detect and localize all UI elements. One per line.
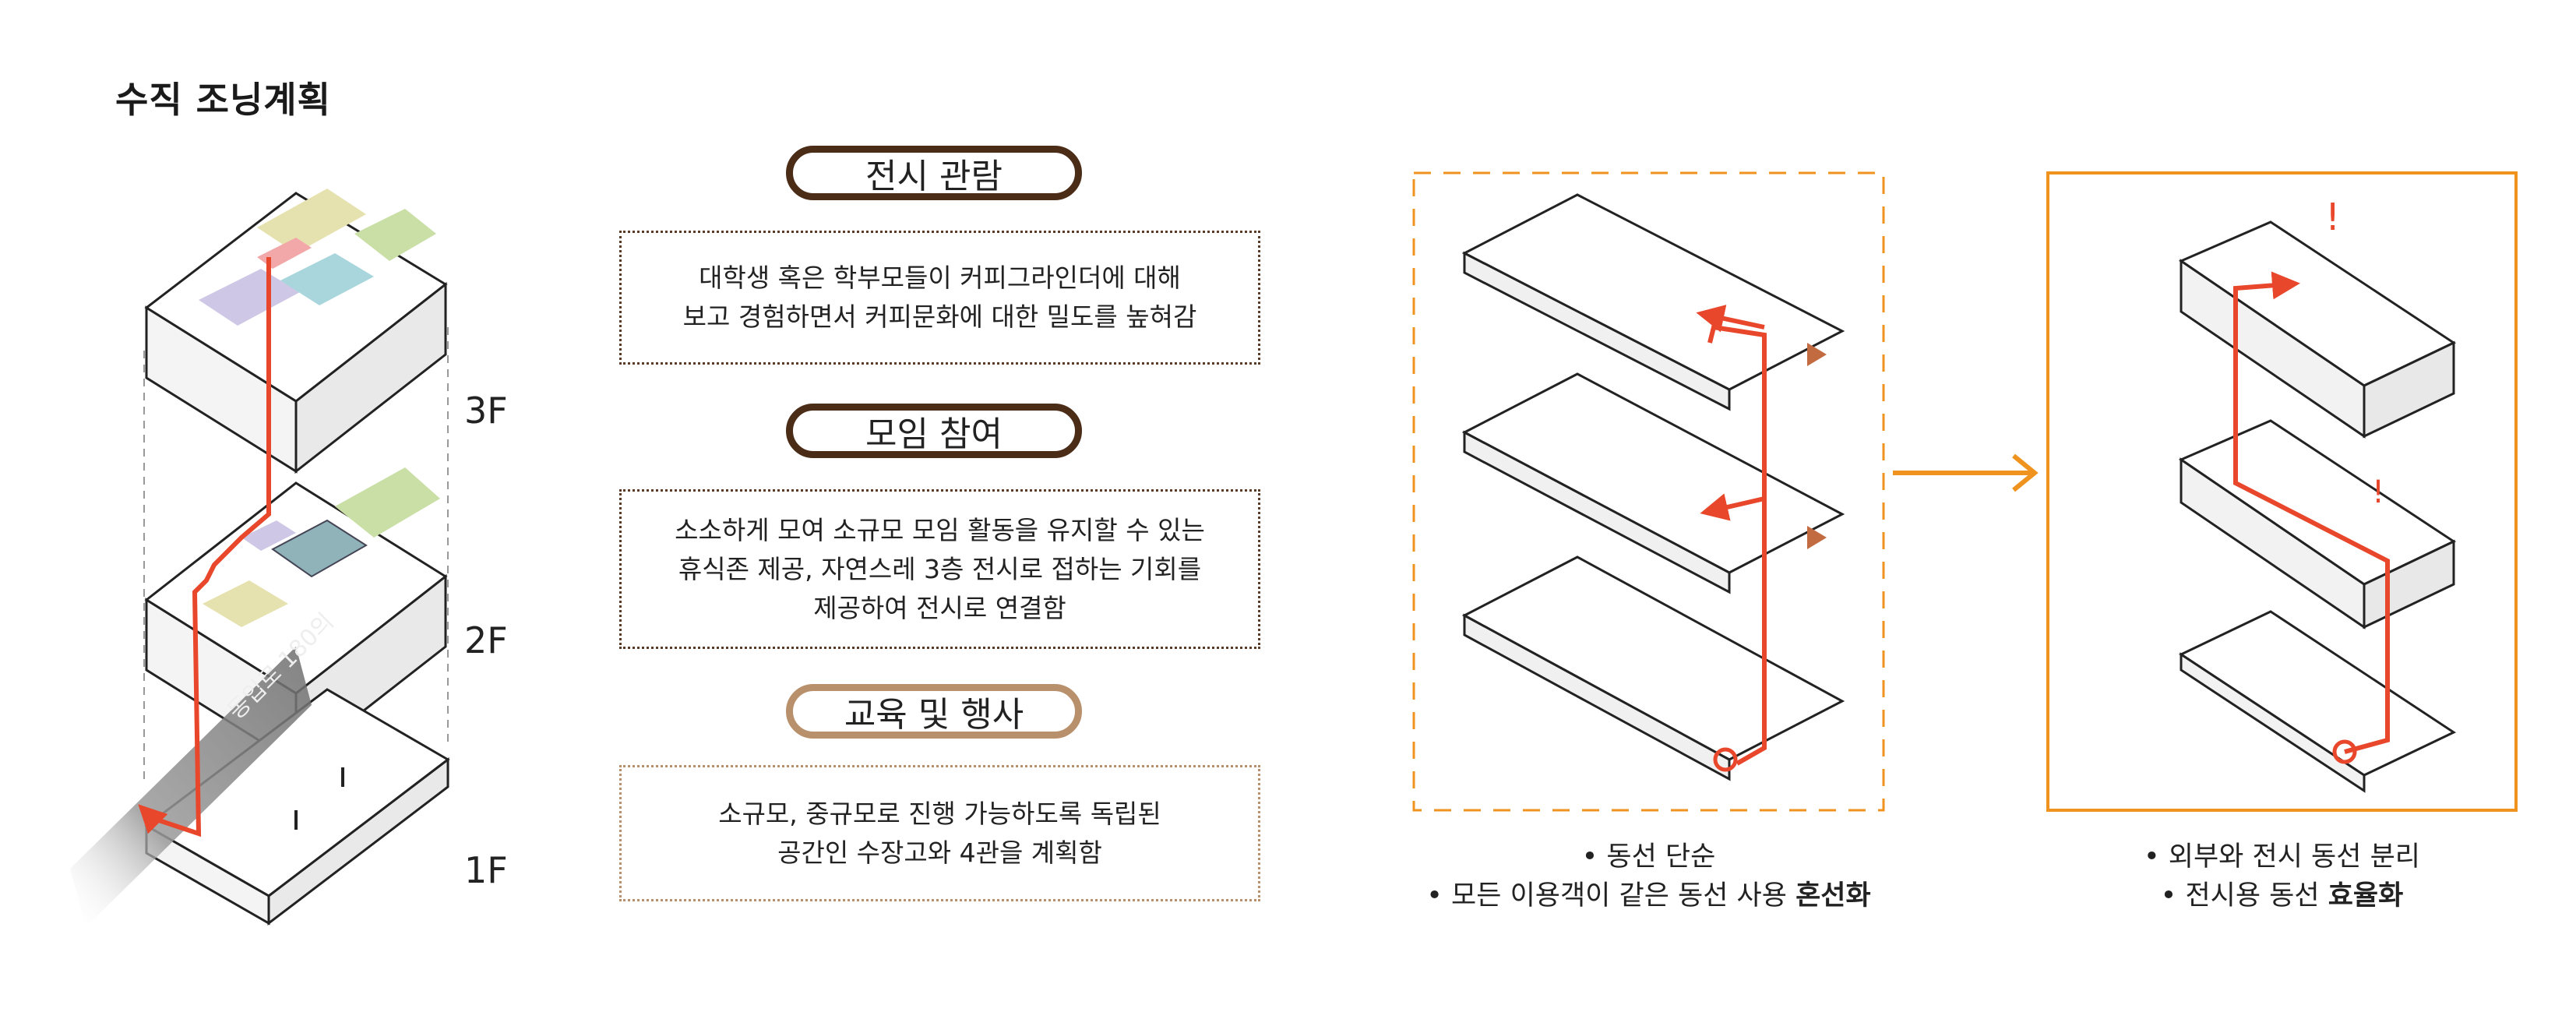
before-floor-mid — [1461, 372, 1845, 594]
alert-exclamation-icon: ! — [2325, 196, 2340, 239]
desc-line: 소규모, 중규모로 진행 가능하도록 독립된 — [718, 798, 1161, 829]
pill-meeting: 모임 참여 — [786, 404, 1082, 458]
page-title: 수직 조닝계획 — [115, 79, 331, 121]
desc-line: 휴식존 제공, 자연스레 3층 전시로 접하는 기회를 — [678, 553, 1202, 584]
left-axonometric — [70, 189, 450, 927]
caption-after: • 외부와 전시 동선 분리 • 전시용 동선 효율화 — [2048, 837, 2516, 915]
floor-label-3f: 3F — [464, 390, 508, 432]
transition-arrow-icon — [1893, 453, 2039, 492]
desc-line: 제공하여 전시로 연결함 — [813, 592, 1066, 623]
desc-line: 보고 경험하면서 커피문화에 대한 밀도를 높혀감 — [682, 301, 1197, 332]
pill-exhibition: 전시 관람 — [786, 146, 1082, 200]
desc-line: 대학생 혹은 학부모들이 커피그라인더에 대해 — [699, 263, 1181, 293]
floor-1f-model — [144, 688, 450, 926]
caption-after-line2: • 전시용 동선 효율화 — [2160, 880, 2404, 912]
desc-line: 공간인 수장고와 4관을 계획함 — [777, 837, 1102, 868]
floor-3f-model — [144, 189, 448, 474]
desc-education: 소규모, 중규모로 진행 가능하도록 독립된 공간인 수장고와 4관을 계획함 — [619, 765, 1260, 901]
before-floor-bottom — [1461, 555, 1845, 781]
desc-meeting: 소소하게 모여 소규모 모임 활동을 유지할 수 있는 휴식존 제공, 자연스레… — [619, 489, 1260, 649]
after-floor-top — [2178, 220, 2457, 439]
floor-label-1f: 1F — [464, 849, 508, 891]
pill-education: 교육 및 행사 — [786, 684, 1082, 739]
desc-exhibition: 대학생 혹은 학부모들이 커피그라인더에 대해 보고 경험하면서 커피문화에 대… — [619, 231, 1260, 365]
after-diagram: ! ! — [2046, 171, 2518, 812]
caption-after-line1: • 외부와 전시 동선 분리 — [2144, 841, 2420, 873]
after-floor-bottom — [2178, 610, 2457, 793]
caption-before-line2: • 모든 이용객이 같은 동선 사용 혼선화 — [1426, 880, 1871, 912]
before-diagram — [1412, 171, 1885, 812]
caption-before-line1: • 동선 단순 — [1581, 841, 1716, 873]
floor-label-2f: 2F — [464, 619, 508, 661]
alert-exclamation-icon: ! — [2372, 474, 2384, 510]
before-floor-top — [1461, 193, 1845, 411]
desc-line: 소소하게 모여 소규모 모임 활동을 유지할 수 있는 — [675, 514, 1205, 545]
caption-before: • 동선 단순 • 모든 이용객이 같은 동선 사용 혼선화 — [1414, 837, 1884, 915]
